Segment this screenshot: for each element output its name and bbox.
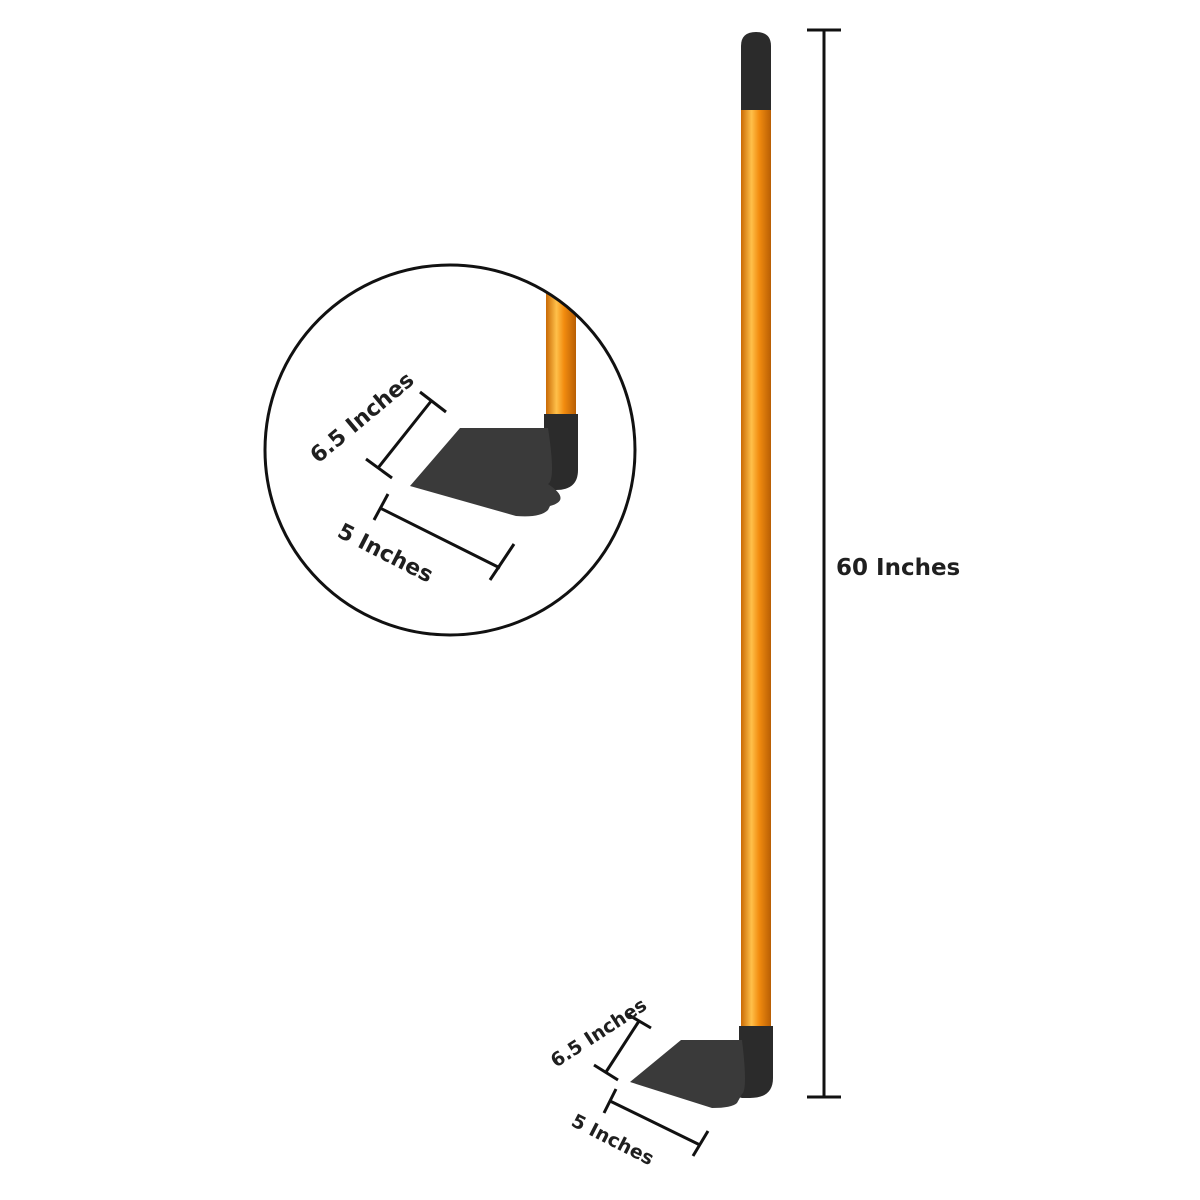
blade-width-dimension [602,1088,710,1157]
hoe-blade [630,1040,745,1108]
hoe-top-grip [741,32,771,110]
inset-blade-height-dimension [365,390,447,480]
blade-height-label: 6.5 Inches [547,994,651,1072]
length-dimension [807,28,841,1099]
inset-blade-width-dimension [372,493,516,581]
inset-hoe-handle [546,265,576,420]
blade-height-dimension [593,1012,652,1082]
hoe-neck [738,1026,773,1098]
length-label: 60 Inches [836,555,960,581]
inset-hoe-blade [410,428,561,517]
hoe-tool [630,32,773,1108]
inset-hoe-neck [543,414,578,490]
hoe-handle [741,110,771,1030]
